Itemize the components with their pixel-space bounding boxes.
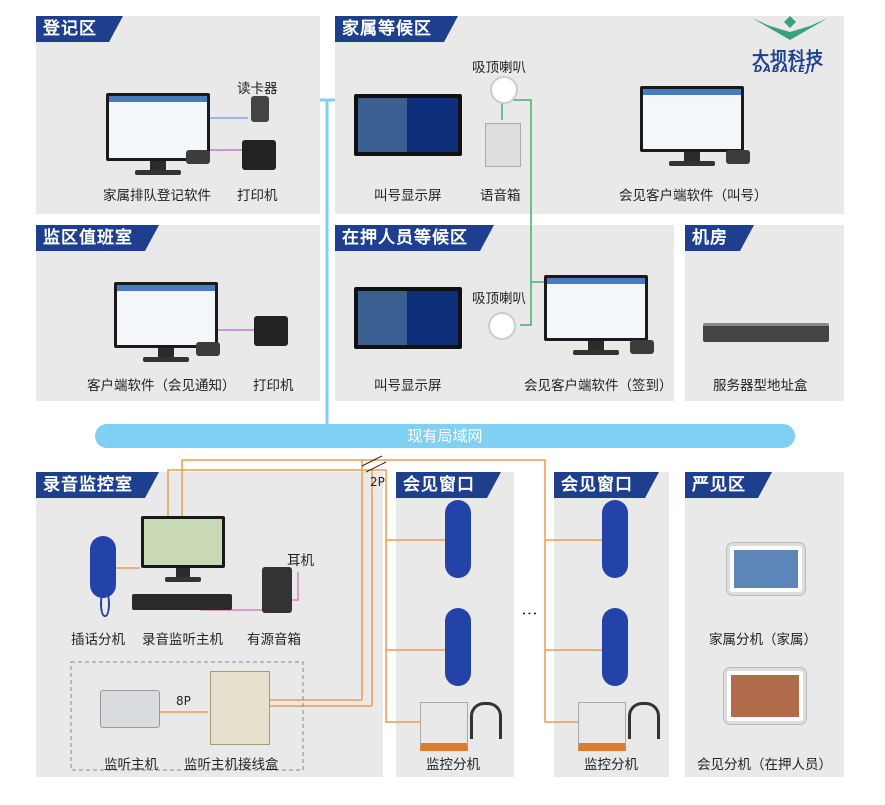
insert-extension-label: 插话分机 [71,632,125,648]
voice-box-label: 语音箱 [480,188,521,204]
family-extension-label: 家属分机（家属） [709,632,817,648]
window2-handset-top [602,500,628,578]
zone-title: 登记区 [36,16,123,42]
eight-p-label: 8P [176,694,191,708]
zone-title: 机房 [685,225,754,251]
active-speaker-icon [262,567,292,613]
call-screen-label-2: 叫号显示屏 [374,378,442,394]
zone-title: 监区值班室 [36,225,159,251]
call-client-monitor [640,86,744,166]
registration-monitor [106,93,210,175]
monitor-extension-icon [420,702,468,751]
record-host-monitor [141,516,225,582]
junction-box-label: 监听主机接线盒 [184,757,279,773]
signin-client-monitor [544,275,648,355]
window2-handset-bottom [602,608,628,686]
voice-box-icon [485,123,521,167]
printer-icon [254,316,288,346]
zone-title: 录音监控室 [36,472,159,498]
printer-label: 打印机 [237,188,278,204]
family-queue-software-label: 家属排队登记软件 [103,188,211,204]
printer-icon [242,140,276,170]
record-host-label: 录音监听主机 [142,632,223,648]
ceiling-speaker-label: 吸顶喇叭 [472,60,526,76]
logo-emblem-icon [752,16,828,40]
headphones-icon [628,702,660,739]
zone-machine-room: 机房 [685,225,844,401]
keyboard-icon [132,594,232,610]
client-call-label: 会见客户端软件（叫号） [619,188,768,204]
server-box-label: 服务器型地址盒 [713,378,808,394]
logo-name: 大坝科技 [752,49,824,69]
desk-microphone-icon [630,340,654,354]
monitor-host-icon [100,690,160,728]
desk-microphone-icon [196,342,220,356]
monitor-extension-label-2: 监控分机 [584,757,638,773]
zone-title: 会见窗口 [396,472,501,498]
ceiling-speaker-label-2: 吸顶喇叭 [472,291,526,307]
junction-box-icon [210,671,270,745]
call-display-screen-2 [354,287,462,349]
ceiling-speaker-icon [488,312,516,340]
monitor-host-label: 监听主机 [104,757,158,773]
family-tablet-icon [727,543,805,595]
zone-title: 严见区 [685,472,772,498]
more-windows-ellipsis: ⋮ [520,605,540,622]
desk-microphone-icon [726,150,750,164]
card-reader-label: 读卡器 [237,81,278,97]
headphone-label: 耳机 [287,553,314,569]
window1-handset-bottom [445,608,471,686]
headphones-icon [470,702,502,739]
active-speaker-label: 有源音箱 [247,632,301,648]
client-notify-label: 客户端软件（会见通知） [87,378,236,394]
window1-handset-top [445,500,471,578]
lan-label: 现有局域网 [407,427,483,445]
ceiling-speaker-icon [490,76,518,104]
printer-label-2: 打印机 [253,378,294,394]
zone-title: 会见窗口 [554,472,659,498]
call-screen-label: 叫号显示屏 [374,188,442,204]
two-p-label: 2P [370,475,385,489]
company-logo: 大坝科技 DABAKEJI [748,14,832,76]
insert-extension-phone [90,536,116,617]
zone-strict-meeting: 严见区 [685,472,844,777]
monitor-extension-label-1: 监控分机 [426,757,480,773]
lan-bus: 现有局域网 [95,424,795,448]
server-rack-icon [703,323,829,342]
detainee-tablet-icon [724,668,806,724]
call-display-screen [354,94,462,156]
duty-monitor [114,282,218,362]
zone-title: 家属等候区 [335,16,458,42]
desk-microphone-icon [186,150,210,164]
card-reader-icon [251,96,269,122]
client-signin-label: 会见客户端软件（签到） [524,378,673,394]
logo-sub: DABAKEJI [754,64,816,75]
zone-title: 在押人员等候区 [335,225,494,251]
meeting-extension-label: 会见分机（在押人员） [697,757,832,773]
monitor-extension-icon [578,702,626,751]
